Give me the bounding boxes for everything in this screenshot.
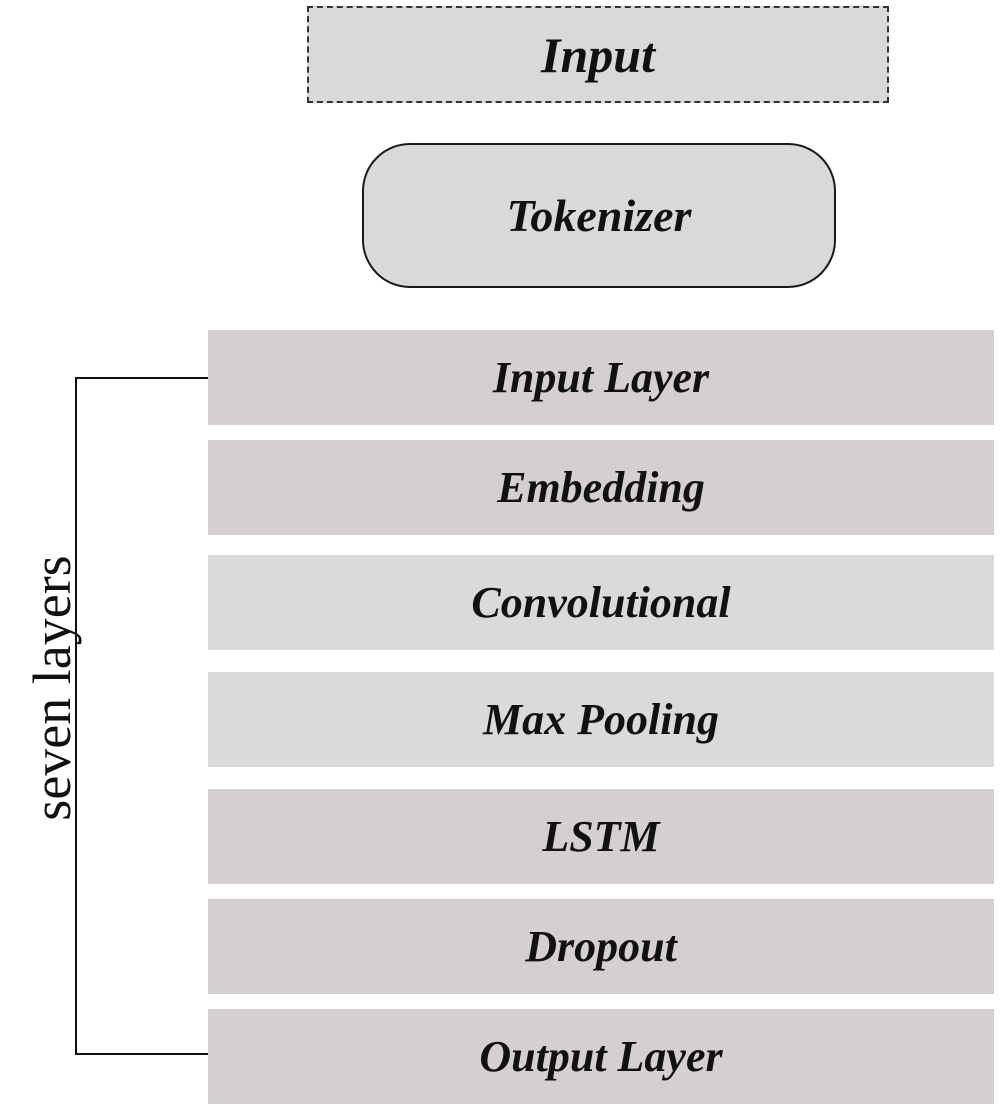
seven-layers-label: seven layers (22, 555, 82, 821)
layer-output-layer: Output Layer (208, 1009, 994, 1104)
tokenizer-box: Tokenizer (362, 143, 836, 288)
input-label: Input (541, 26, 655, 83)
layer-input-layer: Input Layer (208, 330, 994, 425)
layer-label: Input Layer (492, 353, 710, 402)
layer-convolutional: Convolutional (208, 555, 994, 650)
layer-lstm: LSTM (208, 789, 994, 884)
layer-label: LSTM (542, 812, 660, 861)
input-box: Input (307, 6, 889, 103)
layer-label: Embedding (497, 463, 705, 512)
layer-label: Dropout (525, 922, 677, 971)
layer-dropout: Dropout (208, 899, 994, 994)
tokenizer-label: Tokenizer (506, 190, 692, 241)
layer-embedding: Embedding (208, 440, 994, 535)
layer-max-pooling: Max Pooling (208, 672, 994, 767)
layer-label: Convolutional (471, 578, 731, 627)
layer-label: Output Layer (479, 1032, 723, 1081)
layer-label: Max Pooling (483, 695, 719, 744)
seven-layers-bracket (75, 377, 208, 1055)
